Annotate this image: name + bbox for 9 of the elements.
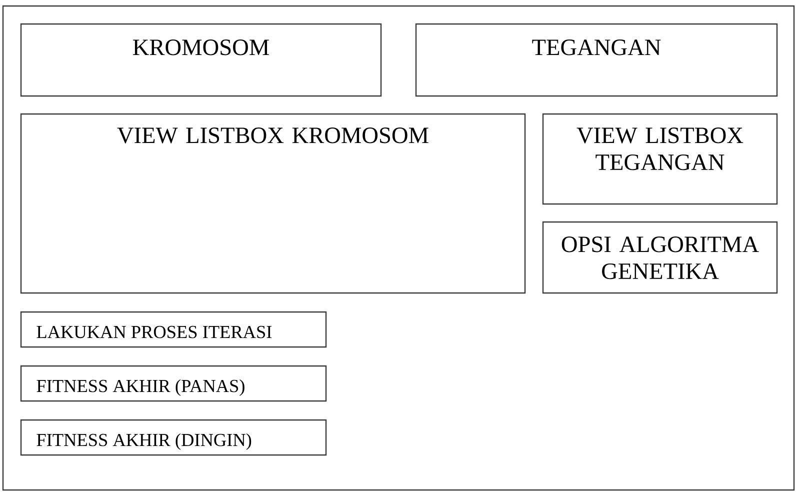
text-box: KROMOSOM: [20, 23, 382, 97]
listbox-panel: VIEW LISTBOX KROMOSOM: [20, 113, 526, 294]
button: LAKUKAN PROSES ITERASI: [20, 311, 327, 348]
outer-frame: [2, 5, 795, 491]
text-box: OPSI ALGORITMA GENETIKA: [542, 221, 778, 294]
listbox-panel: VIEW LISTBOX TEGANGAN: [542, 113, 778, 205]
text-box: TEGANGAN: [415, 23, 778, 97]
text-box: FITNESS AKHIR (PANAS): [20, 365, 327, 402]
text-box: FITNESS AKHIR (DINGIN): [20, 419, 327, 456]
